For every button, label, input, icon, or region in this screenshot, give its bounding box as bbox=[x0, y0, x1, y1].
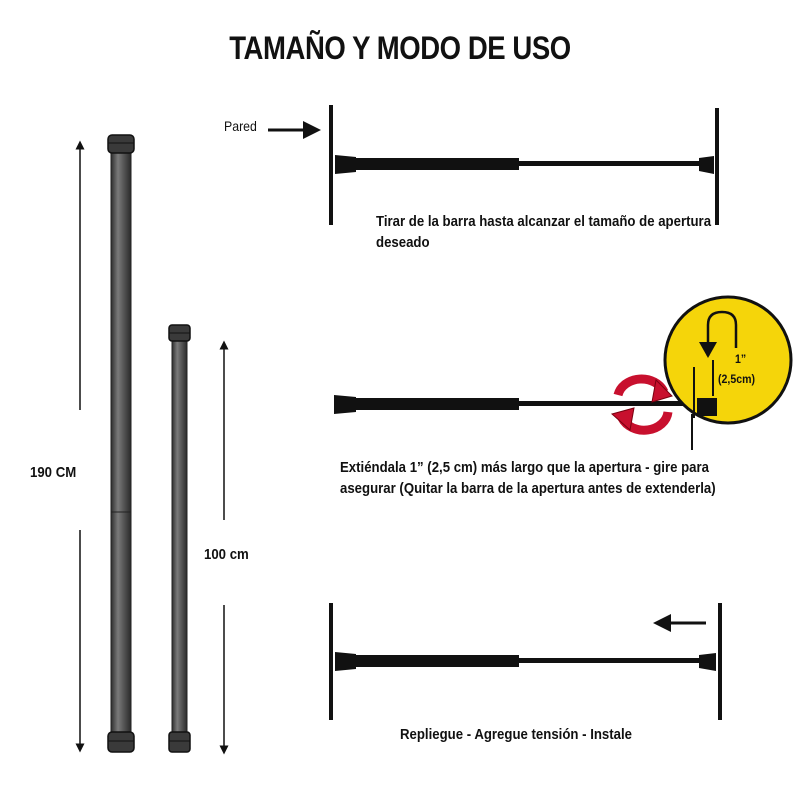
rotate-arrows-icon bbox=[610, 374, 673, 435]
detail-zoom-circle bbox=[663, 295, 793, 425]
step1-diagram bbox=[268, 105, 719, 225]
detail-down-arrow bbox=[699, 342, 717, 358]
detail-label-inch: 1” bbox=[735, 352, 747, 366]
wall-label: Pared bbox=[224, 118, 257, 134]
short-rod-length-label: 100 cm bbox=[204, 546, 249, 563]
short-rod bbox=[168, 324, 191, 753]
tall-rod bbox=[107, 134, 135, 753]
step2-instruction: Extiéndala 1” (2,5 cm) más largo que la … bbox=[340, 459, 716, 497]
page-title: TAMAÑO Y MODO DE USO bbox=[229, 30, 571, 66]
step3-diagram bbox=[329, 603, 722, 720]
step3-instruction: Repliegue - Agregue tensión - Instale bbox=[400, 726, 633, 743]
detail-label-cm: (2,5cm) bbox=[718, 372, 755, 386]
step1-instruction: Tirar de la barra hasta alcanzar el tama… bbox=[376, 213, 712, 251]
tall-rod-length-label: 190 CM bbox=[30, 464, 77, 481]
